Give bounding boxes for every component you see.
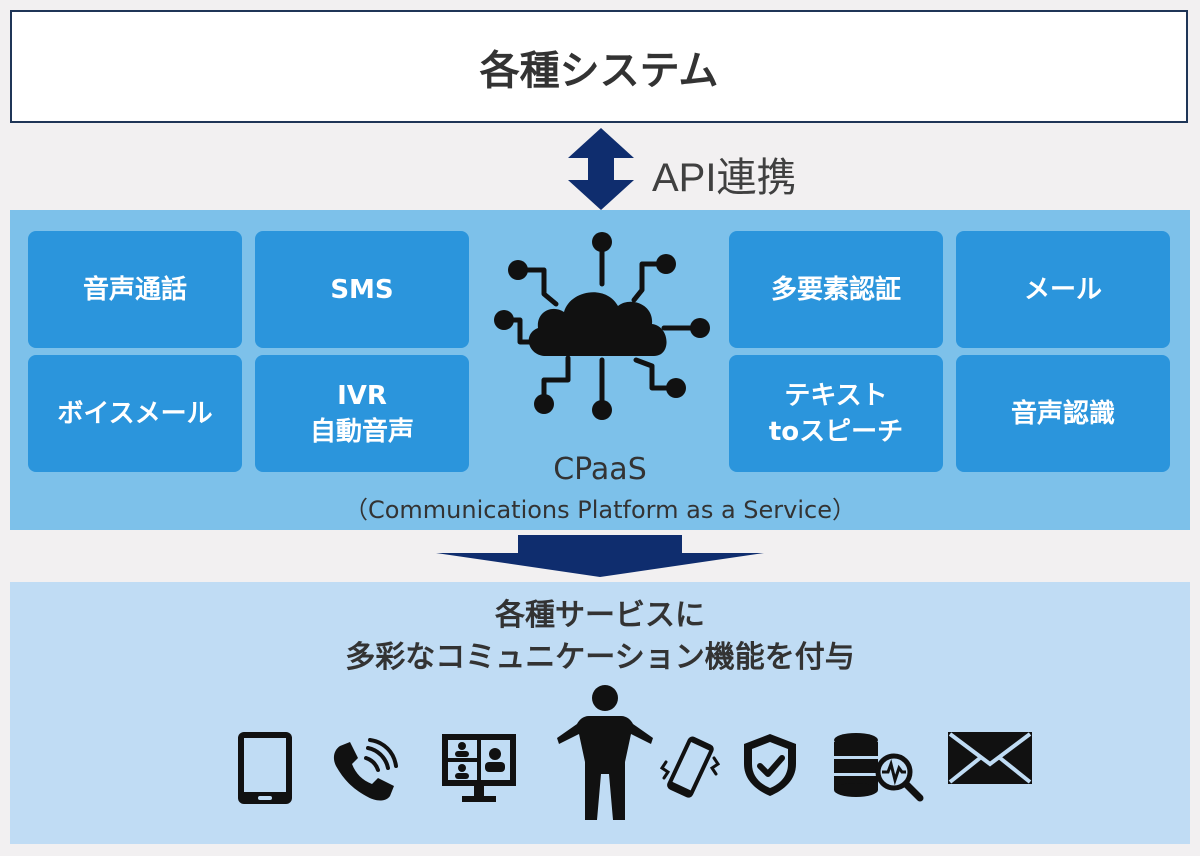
service-tile-voice-call: 音声通話 (28, 231, 242, 348)
service-tile-voicemail: ボイスメール (28, 355, 242, 472)
benefit-line-1: 各種サービスに (495, 598, 705, 633)
api-label: API連携 (652, 156, 797, 200)
systems-box: 各種システム (10, 10, 1188, 123)
benefit-line-2: 多彩なコミュニケーション機能を付与 (345, 640, 855, 675)
cpaas-name: CPaaS (553, 452, 647, 487)
database-search-icon (834, 733, 924, 802)
service-tile-speech-recognition: 音声認識 (956, 355, 1170, 472)
cpaas-full-name: （Communications Platform as a Service） (343, 496, 856, 524)
service-tile-sms: SMS (255, 231, 469, 348)
vibrating-smartphone-icon (660, 736, 720, 798)
video-conference-monitor-icon (442, 734, 516, 802)
service-tile-mfa: 多要素認証 (729, 231, 943, 348)
cloud-network-icon (494, 232, 710, 420)
services-panel (10, 582, 1190, 844)
security-shield-icon (744, 734, 796, 796)
tablet-icon (238, 732, 292, 804)
envelope-icon (948, 732, 1032, 784)
down-arrow-icon (436, 535, 764, 577)
bidirectional-arrow-icon (568, 128, 634, 210)
service-tile-text-to-speech: テキスト toスピーチ (729, 355, 943, 472)
service-tile-mail: メール (956, 231, 1170, 348)
phone-call-icon (333, 738, 398, 801)
service-tile-ivr: IVR 自動音声 (255, 355, 469, 472)
person-icon (557, 685, 653, 820)
systems-title: 各種システム (479, 47, 719, 94)
